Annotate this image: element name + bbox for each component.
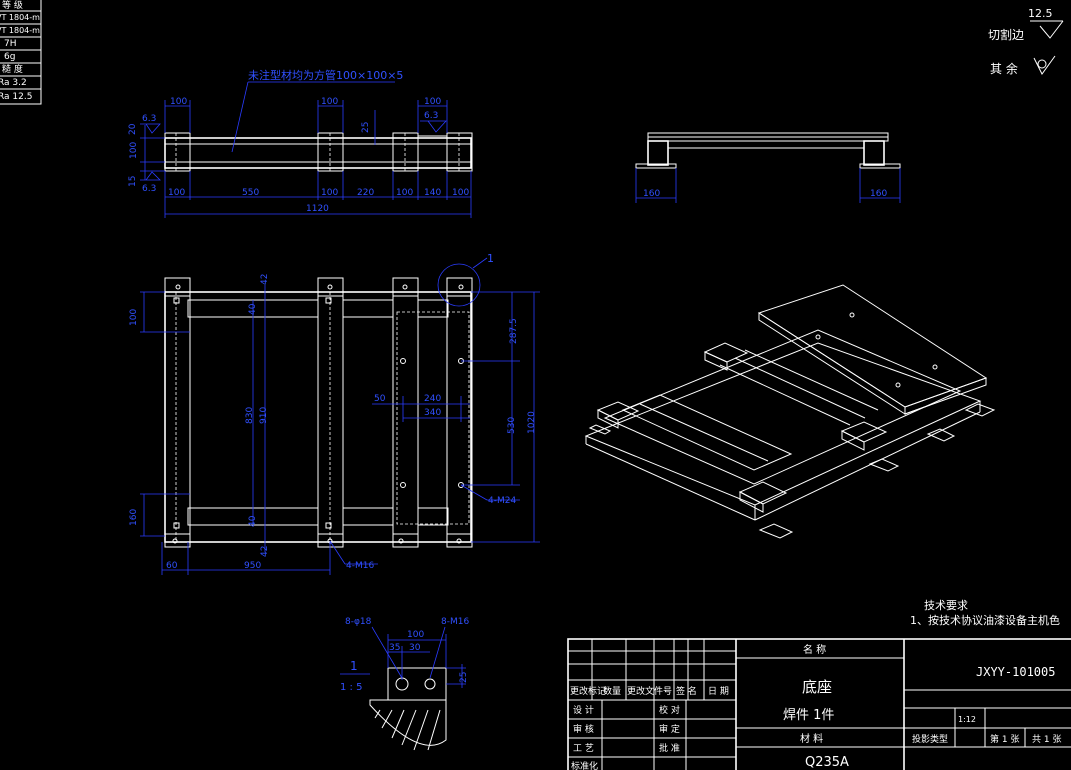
top-dim-50: 50 <box>374 394 386 404</box>
front-dim-top-2: 100 <box>424 97 441 107</box>
side-dim-right: 160 <box>870 189 887 199</box>
roughness-legend: 12.5 切割边 其 余 <box>988 7 1064 76</box>
title-sheet: 第 1 张 <box>990 733 1019 745</box>
title-rev-header-3: 签 名 <box>676 685 697 697</box>
detail-marker: 1 <box>487 252 494 265</box>
top-callout-m24: 4-M24 <box>488 496 516 506</box>
tech-notes-heading: 技术要求 <box>924 599 968 612</box>
front-dim-bottom-5: 140 <box>424 188 441 198</box>
front-dim-left-0: 20 <box>128 123 138 135</box>
detail-label: 1 <box>350 659 358 673</box>
detail-dim-25: 25 <box>459 672 469 683</box>
top-dim-42-bottom: 42 <box>260 546 270 557</box>
top-dim-bottom-0: 60 <box>166 561 178 571</box>
front-dim-left-1: 100 <box>129 142 139 159</box>
corner-row-3: 7H <box>4 39 17 49</box>
top-dim-287: 287.5 <box>509 318 519 344</box>
corner-row-5: 糙 度 <box>2 63 23 75</box>
title-role-3: 标准化 <box>571 760 598 770</box>
detail-dim-100: 100 <box>407 630 424 640</box>
corner-row-0: 等 级 <box>2 0 23 11</box>
front-dim-bottom-0: 100 <box>168 188 185 198</box>
top-dim-40-bottom: 40 <box>248 515 258 527</box>
tech-notes-line1: 1、按技术协议油漆设备主机色 <box>910 613 1060 627</box>
detail-callout-threads: 8-M16 <box>441 617 469 627</box>
top-view: 1 100 160 60 950 42 40 40 42 830 910 287… <box>129 252 540 575</box>
title-part-sub: 焊件 1件 <box>783 707 834 723</box>
corner-table: 等 级 VT 1804-m VT 1804-m 7H 6g 糙 度 Ra 3.2… <box>0 0 42 105</box>
top-dim-240: 240 <box>424 394 441 404</box>
detail-dim-35: 35 <box>389 643 400 653</box>
roughness-value: 12.5 <box>1028 7 1053 20</box>
front-dim-bottom-3: 220 <box>357 188 374 198</box>
front-dim-bottom-1: 550 <box>242 188 259 198</box>
title-role2-1: 审 定 <box>659 723 680 735</box>
title-role-1: 审 核 <box>573 723 594 735</box>
top-dim-910: 910 <box>259 407 269 424</box>
top-dim-1020: 1020 <box>527 411 537 434</box>
top-dim-bottom-1: 950 <box>244 561 261 571</box>
corner-row-6: Ra 3.2 <box>0 78 27 88</box>
title-role2-0: 校 对 <box>659 704 680 716</box>
side-view: 160 160 <box>635 132 901 203</box>
corner-row-1: VT 1804-m <box>0 13 40 22</box>
top-dim-830: 830 <box>245 407 255 424</box>
front-dim-left-2: 15 <box>128 176 138 187</box>
title-total: 共 1 张 <box>1032 734 1061 745</box>
side-dim-left: 160 <box>643 189 660 199</box>
top-callout-m16: 4-M16 <box>346 561 374 571</box>
title-role2-2: 批 准 <box>659 742 680 754</box>
front-dim-bottom-4: 100 <box>396 188 413 198</box>
title-role-0: 设 计 <box>573 704 594 716</box>
detail-view: 1 1 : 5 8-φ18 8-M16 100 30 35 25 <box>340 617 469 751</box>
cut-edge-label: 切割边 <box>988 27 1024 42</box>
front-note: 未注型材均为方管100×100×5 <box>248 68 403 82</box>
detail-callout-holes: 8-φ18 <box>345 617 372 627</box>
title-drawing-no: JXYY-101005 <box>976 665 1055 679</box>
corner-row-2: VT 1804-m <box>0 26 40 35</box>
title-rev-header-1: 数量 <box>603 685 621 697</box>
title-name-header: 名 称 <box>803 643 826 656</box>
front-dim-bottom-2: 100 <box>321 188 338 198</box>
title-rev-header-0: 更改标记 <box>570 685 606 697</box>
title-doc-type: 投影类型 <box>912 733 948 745</box>
roughness-symbol-icon <box>1037 59 1047 69</box>
title-block: 名 称 底座 焊件 1件 材 料 Q235A JXYY-101005 1:12 … <box>567 638 1071 770</box>
title-material: Q235A <box>805 755 849 770</box>
front-view: 未注型材均为方管100×100×5 100 100 100 6.3 6.3 25… <box>128 68 473 218</box>
front-dim-total: 1120 <box>306 204 329 214</box>
title-rev-header-2: 更改文件号 <box>627 685 672 697</box>
top-dim-340: 340 <box>424 408 441 418</box>
corner-row-7: Ra 12.5 <box>0 92 32 102</box>
detail-scale: 1 : 5 <box>340 682 362 693</box>
other-label: 其 余 <box>990 61 1018 76</box>
corner-row-4: 6g <box>4 52 15 62</box>
top-dim-42-top: 42 <box>260 274 270 285</box>
top-dim-530: 530 <box>507 417 517 434</box>
front-dim-mid: 25 <box>361 122 371 133</box>
front-weld-right: 6.3 <box>424 111 438 121</box>
title-role-2: 工 艺 <box>573 743 594 754</box>
title-part-name: 底座 <box>802 678 832 696</box>
title-material-header: 材 料 <box>800 732 823 745</box>
detail-dim-30: 30 <box>409 643 421 653</box>
top-dim-left-0: 100 <box>129 309 139 326</box>
front-dim-bottom-6: 100 <box>452 188 469 198</box>
top-dim-left-1: 160 <box>129 509 139 526</box>
front-weld-bottom: 6.3 <box>142 184 156 194</box>
front-weld-left: 6.3 <box>142 114 156 124</box>
isometric-view <box>584 284 996 539</box>
tech-notes: 技术要求 1、按技术协议油漆设备主机色 <box>910 599 1060 627</box>
title-scale: 1:12 <box>958 715 976 724</box>
title-rev-header-4: 日 期 <box>708 686 729 697</box>
front-dim-top-1: 100 <box>321 97 338 107</box>
front-dim-top-0: 100 <box>170 97 187 107</box>
top-dim-40-top: 40 <box>248 303 258 315</box>
